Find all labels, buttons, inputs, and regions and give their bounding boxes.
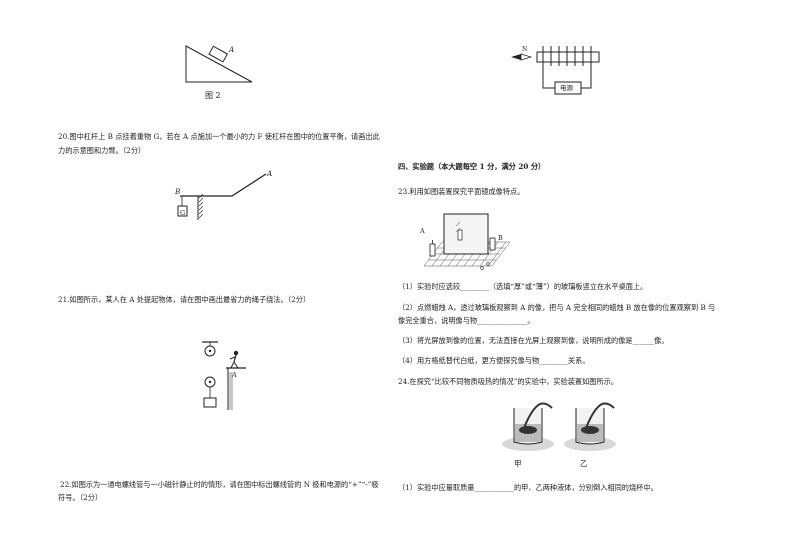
incline-figure (180, 38, 260, 90)
beaker-label-jia: 甲 (514, 459, 522, 468)
pulley-label-a: A (232, 371, 237, 379)
q23-intro: 23.利用如图装置探究平面镜成像特点。 (398, 187, 525, 196)
lever-label-a: A (267, 169, 273, 178)
needle-label-n: N (522, 46, 528, 53)
q24-intro: 24.在探究“比较不同物质吸热的情况”的实验中，实验装置如图所示。 (398, 377, 619, 386)
plane-mirror-figure (418, 208, 528, 270)
mirror-label-a: A (420, 227, 425, 235)
q22-text-line1: 22.如图示为一通电螺线管与一小磁针静止时的情形，请在图中标出螺线管的 N 极和… (60, 480, 379, 489)
q20-text-line1: 20.图中杠杆上 B 点挂着重物 G，若在 A 点施加一个最小的力 F 使杠杆在… (58, 132, 380, 141)
q21-text: 21.如图所示，某人在 A 处提起物体，请在图中画出最省力的绳子绕法。（2分） (58, 295, 311, 304)
q24-part1: （1）实验中应量取质量___________的甲、乙两种液体，分别倒入相同的烧杯… (398, 483, 658, 492)
lever-label-g: G (180, 209, 186, 217)
lever-label-b: B (175, 187, 181, 196)
power-supply-label: 电源 (560, 84, 573, 92)
beakers-figure (500, 400, 624, 452)
beaker-label-yi: 乙 (580, 459, 588, 468)
q23-part1: （1）实验时应选较________（选填“厚”或“薄”）的玻璃板竖立在水平桌面上… (398, 282, 648, 291)
q23-part2-line1: （2）点燃蜡烛 A，透过玻璃板观察到 A 的像，把与 A 完全相同的蜡烛 B 放… (398, 303, 716, 312)
q20-text-line2: 力的示意图和力臂。（2分） (58, 146, 146, 155)
q23-part4: （4）用方格纸替代白纸，更方便探究像与物________关系。 (398, 356, 590, 365)
solenoid-circuit-figure (507, 38, 613, 104)
q23-part2-line2: 像完全重合，说明像与物______________。 (398, 316, 535, 325)
figure-2-caption: 图 2 (205, 91, 221, 100)
q22-text-line2: 符号。（2分） (58, 493, 103, 502)
section-heading: 四、实验题（本大题每空 1 分，满分 20 分） (398, 162, 546, 171)
lever-figure (172, 168, 272, 220)
q23-part3: （3）将光屏放到像的位置，无法直接在光屏上观察到像，说明所成的像是______像… (398, 336, 669, 345)
incline-point-label: A (229, 45, 235, 54)
mirror-label-b: B (498, 234, 503, 242)
pulley-figure (196, 338, 252, 410)
